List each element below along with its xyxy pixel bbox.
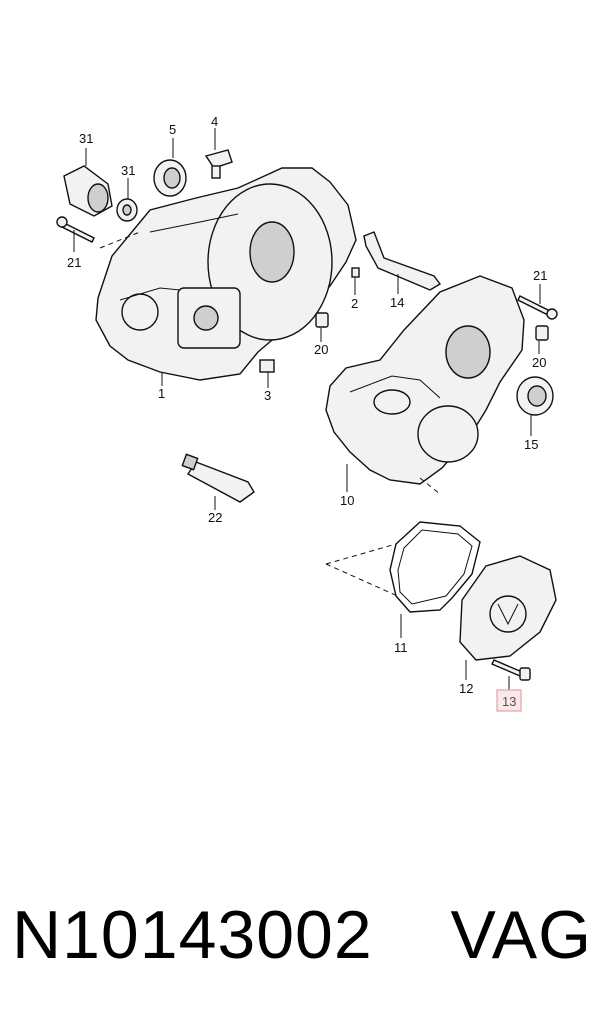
callout-2[interactable]: 2 — [351, 296, 358, 311]
callout-14[interactable]: 14 — [390, 295, 404, 310]
callout-4[interactable]: 4 — [211, 114, 218, 129]
part-13-bolt — [491, 659, 531, 681]
callout-21-right[interactable]: 21 — [533, 268, 547, 283]
callout-10[interactable]: 10 — [340, 493, 354, 508]
part-20-plug-left — [315, 312, 329, 328]
callout-20-right[interactable]: 20 — [532, 355, 546, 370]
callout-1[interactable]: 1 — [158, 386, 165, 401]
gearbox-housing-left — [95, 167, 357, 381]
part-5-seal — [153, 159, 187, 197]
callout-21-left[interactable]: 21 — [67, 255, 81, 270]
callout-15[interactable]: 15 — [524, 437, 538, 452]
leader-lines — [73, 128, 541, 690]
part-14-bracket — [363, 231, 442, 291]
callout-3[interactable]: 3 — [264, 388, 271, 403]
exploded-parts-diagram: 31 5 4 31 21 1 2 3 14 20 21 20 15 10 22 … — [56, 114, 558, 712]
callout-labels: 31 5 4 31 21 1 2 3 14 20 21 20 15 10 22 … — [67, 114, 547, 696]
brand-name: VAG — [450, 897, 592, 973]
callout-20-left[interactable]: 20 — [314, 342, 328, 357]
callout-13[interactable]: 13 — [502, 694, 516, 709]
callout-12[interactable]: 12 — [459, 681, 473, 696]
callout-31-ring[interactable]: 31 — [121, 163, 135, 178]
part-15-seal — [516, 376, 554, 416]
part-31-ring — [116, 198, 138, 222]
part-21-bolt-left — [56, 216, 95, 243]
callout-11[interactable]: 11 — [394, 640, 408, 655]
callout-5[interactable]: 5 — [169, 122, 176, 137]
part-11-gasket — [389, 521, 481, 613]
part-31-sleeve — [63, 165, 113, 217]
part-number: N10143002 — [12, 897, 373, 973]
callout-31-sleeve[interactable]: 31 — [79, 131, 93, 146]
part-3-block — [259, 359, 275, 373]
gearbox-housing-right — [325, 275, 525, 485]
part-22-sealant-tube — [181, 453, 255, 503]
part-caption: N10143002 VAG — [12, 895, 592, 975]
assembly-line-right — [419, 477, 441, 495]
part-4-sensor — [204, 149, 233, 179]
part-20-plug-right — [535, 325, 549, 341]
highlight-box — [496, 689, 522, 712]
callout-13-highlight[interactable]: 13 — [496, 689, 522, 712]
part-12-cover — [459, 555, 557, 661]
callout-22[interactable]: 22 — [208, 510, 222, 525]
assembly-line-left — [99, 231, 141, 249]
part-21-bolt-right — [517, 295, 558, 320]
part-2-pin — [351, 267, 360, 278]
